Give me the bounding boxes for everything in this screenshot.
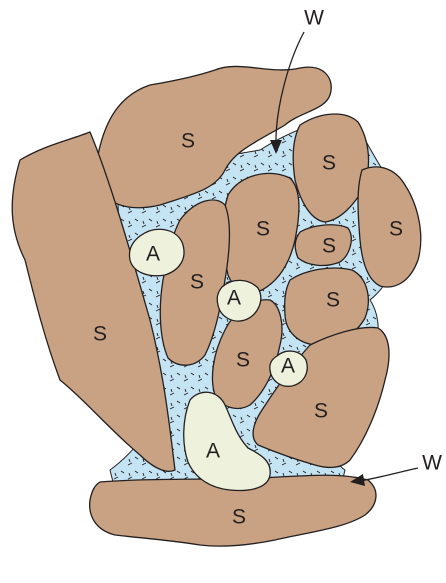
- label-air-center: A: [227, 287, 241, 310]
- label-solid-lower-right: S: [314, 400, 328, 423]
- water-arrow-right: [360, 468, 418, 481]
- label-solid-middle-right: S: [326, 289, 340, 312]
- label-solid-small-right: S: [322, 235, 336, 258]
- label-solid-bottom: S: [232, 506, 246, 529]
- label-air-small: A: [281, 355, 295, 378]
- label-solid-large-left: S: [93, 323, 107, 346]
- label-water-top: W: [304, 7, 324, 30]
- label-solid-lower-center: S: [236, 349, 250, 372]
- label-solid-left-center: S: [190, 271, 204, 294]
- label-solid-top: S: [181, 130, 195, 153]
- label-air-left: A: [146, 243, 160, 266]
- label-solid-center-tall: S: [256, 218, 270, 241]
- label-water-right: W: [422, 452, 442, 475]
- label-solid-top-right: S: [322, 152, 336, 175]
- label-solid-far-right: S: [389, 218, 403, 241]
- label-air-large: A: [206, 440, 220, 463]
